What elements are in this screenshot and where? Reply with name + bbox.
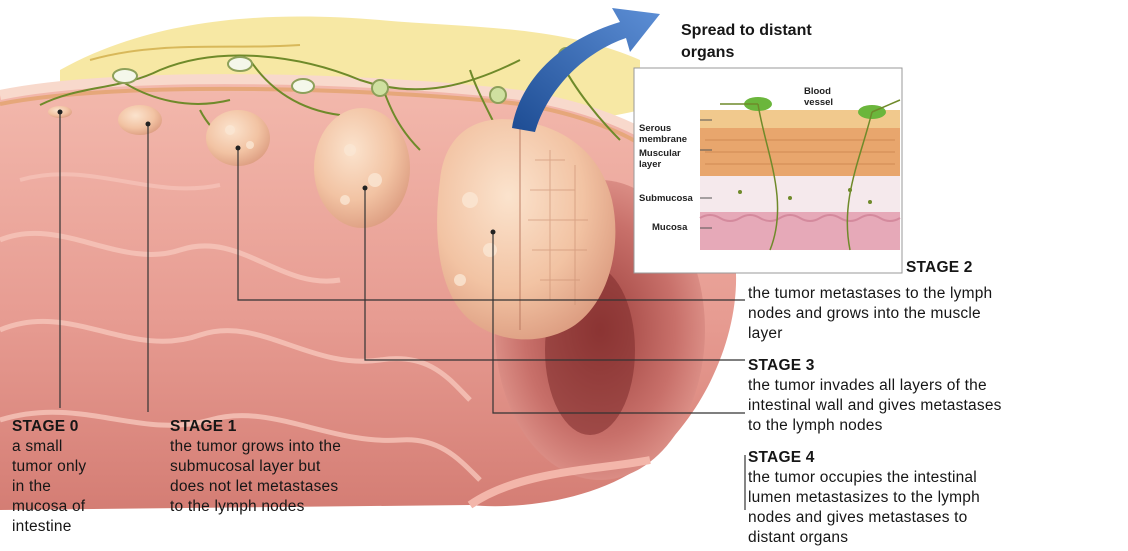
stage-2-label: STAGE 2 the tumor metastases to the lymp…	[748, 258, 1118, 344]
stage-description: the tumor grows into the submucosal laye…	[170, 437, 341, 517]
stage-title: STAGE 1	[170, 417, 341, 437]
stage-description: the tumor occupies the intestinal lumen …	[748, 468, 1118, 548]
tumor-stage3	[314, 108, 410, 228]
inset-label-serous-membrane: Serous membrane	[639, 123, 687, 145]
stage-description: a small tumor only in the mucosa of inte…	[12, 437, 86, 537]
stage-0-label: STAGE 0 a small tumor only in the mucosa…	[12, 417, 86, 537]
inset-label-submucosa: Submucosa	[639, 193, 693, 204]
stage-title: STAGE 4	[748, 448, 1118, 468]
stage-description: the tumor invades all layers of the inte…	[748, 376, 1118, 436]
stage-title: STAGE 0	[12, 417, 86, 437]
stage-4-label: STAGE 4 the tumor occupies the intestina…	[748, 448, 1118, 548]
inset-label-mucosa: Mucosa	[652, 222, 687, 233]
stage-3-label: STAGE 3 the tumor invades all layers of …	[748, 356, 1118, 436]
layers-inset	[634, 68, 902, 273]
tumor-stage1	[118, 105, 162, 135]
inset-label-muscular-layer: Muscular layer	[639, 148, 681, 170]
stage-description: the tumor metastases to the lymph nodes …	[748, 284, 1118, 344]
inset-label-blood-vessel: Blood vessel	[804, 86, 833, 108]
stage-title: STAGE 2	[748, 258, 1118, 278]
spread-label: Spread to distant organs	[681, 20, 812, 64]
stage-1-label: STAGE 1 the tumor grows into the submuco…	[170, 417, 341, 517]
stage-title: STAGE 3	[748, 356, 1118, 376]
